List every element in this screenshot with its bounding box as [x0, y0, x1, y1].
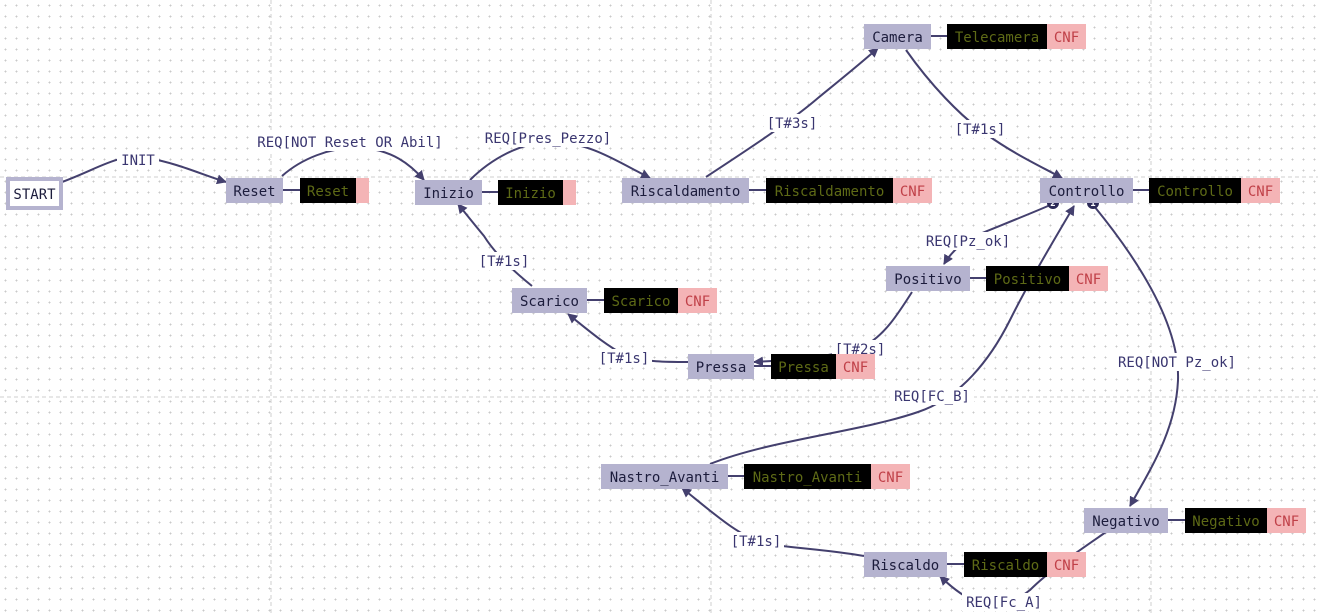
state-label: Riscaldamento [631, 184, 741, 200]
action-riscaldamento: Riscaldamento CNF [749, 178, 932, 203]
state-label: Riscaldo [872, 558, 939, 574]
state-label: Negativo [1092, 514, 1159, 530]
cnf-label: CNF [685, 294, 710, 310]
start-state[interactable]: START [6, 177, 63, 210]
action-label: Nastro_Avanti [753, 470, 863, 486]
action-pressa: Pressa CNF [754, 354, 875, 379]
transition-label: INIT [121, 153, 155, 169]
action-label: Negativo [1192, 514, 1259, 530]
transition-pressa-scarico[interactable]: [T#1s] [567, 313, 689, 367]
transition-nastro-controllo[interactable]: REQ[FC_B] [709, 205, 1075, 465]
state-negativo[interactable]: Negativo [1084, 508, 1168, 533]
cnf-label: CNF [843, 360, 868, 376]
svg-text:2: 2 [1050, 199, 1055, 209]
action-riscaldo: Riscaldo CNF [947, 552, 1086, 577]
state-controllo[interactable]: Controllo [1040, 178, 1133, 203]
state-label: Inizio [423, 186, 474, 202]
state-positivo[interactable]: Positivo [886, 266, 970, 291]
cnf-label: CNF [900, 184, 925, 200]
state-label: Scarico [520, 294, 579, 310]
transition-label: REQ[Fc_A] [966, 595, 1042, 611]
action-label: Riscaldo [972, 558, 1039, 574]
state-label: Controllo [1049, 184, 1125, 200]
action-camera: Telecamera CNF [931, 24, 1086, 49]
start-label: START [13, 187, 56, 203]
transition-label: REQ[NOT Pz_ok] [1118, 355, 1236, 371]
action-label: Inizio [505, 186, 556, 202]
state-label: Positivo [894, 272, 961, 288]
state-nastro-avanti[interactable]: Nastro_Avanti [601, 464, 728, 489]
transition-label: [T#1s] [479, 254, 530, 270]
action-label: Scarico [611, 294, 670, 310]
state-label: Nastro_Avanti [610, 470, 720, 486]
transition-label: [T#1s] [599, 351, 650, 367]
state-pressa[interactable]: Pressa [688, 354, 754, 379]
cnf-label: CNF [878, 470, 903, 486]
transition-inizio-riscaldamento[interactable]: REQ[Pres_Pezzo] [469, 129, 651, 181]
transition-reset-inizio[interactable]: REQ[NOT Reset OR Abil] [252, 133, 448, 181]
action-scarico: Scarico CNF [587, 288, 717, 313]
transition-label: [T#1s] [955, 122, 1006, 138]
action-label: Reset [307, 184, 349, 200]
action-inizio: Inizio [482, 180, 576, 205]
transition-scarico-inizio[interactable]: [T#1s] [457, 203, 533, 287]
state-inizio[interactable]: Inizio [415, 180, 482, 205]
state-camera[interactable]: Camera [864, 24, 931, 49]
state-label: Pressa [696, 360, 747, 376]
state-label: Camera [872, 30, 923, 46]
transition-riscaldamento-camera[interactable]: [T#3s] [705, 47, 879, 178]
transition-start-reset[interactable]: INIT [61, 151, 227, 185]
state-riscaldo[interactable]: Riscaldo [864, 552, 947, 577]
action-label: Positivo [994, 272, 1061, 288]
cnf-label: CNF [1274, 514, 1299, 530]
cnf-label: CNF [1248, 184, 1273, 200]
transition-controllo-negativo[interactable]: REQ[NOT Pz_ok] [1093, 205, 1240, 507]
transition-label: REQ[Pres_Pezzo] [485, 131, 611, 147]
action-reset: Reset [283, 178, 369, 203]
cnf-label: CNF [1054, 558, 1079, 574]
action-label: Telecamera [955, 30, 1039, 46]
transition-riscaldo-nastro[interactable]: [T#1s] [681, 487, 865, 557]
state-label: Reset [233, 184, 275, 200]
svg-text:1: 1 [1090, 199, 1095, 209]
transition-label: REQ[FC_B] [894, 389, 970, 405]
transition-positivo-pressa[interactable]: [T#2s] [753, 291, 913, 367]
action-nastro-avanti: Nastro_Avanti CNF [728, 464, 910, 489]
transition-negativo-riscaldo[interactable]: REQ[Fc_A] [939, 531, 1107, 611]
action-label: Pressa [778, 360, 829, 376]
transition-label: REQ[Pz_ok] [926, 234, 1010, 250]
action-negativo: Negativo CNF [1168, 508, 1306, 533]
transition-controllo-positivo[interactable]: REQ[Pz_ok] [922, 205, 1049, 265]
state-scarico[interactable]: Scarico [512, 288, 587, 313]
transition-label: REQ[NOT Reset OR Abil] [257, 135, 442, 151]
transition-label: [T#1s] [731, 534, 782, 550]
action-label: Controllo [1157, 184, 1233, 200]
action-positivo: Positivo CNF [970, 266, 1108, 291]
cnf-label: CNF [1054, 30, 1079, 46]
action-controllo: Controllo CNF [1133, 178, 1280, 203]
transition-camera-controllo[interactable]: [T#1s] [905, 49, 1063, 179]
cnf-label: CNF [1076, 272, 1101, 288]
action-label: Riscaldamento [775, 184, 885, 200]
state-reset[interactable]: Reset [226, 178, 283, 203]
state-riscaldamento[interactable]: Riscaldamento [622, 178, 749, 203]
transition-label: [T#3s] [767, 116, 818, 132]
